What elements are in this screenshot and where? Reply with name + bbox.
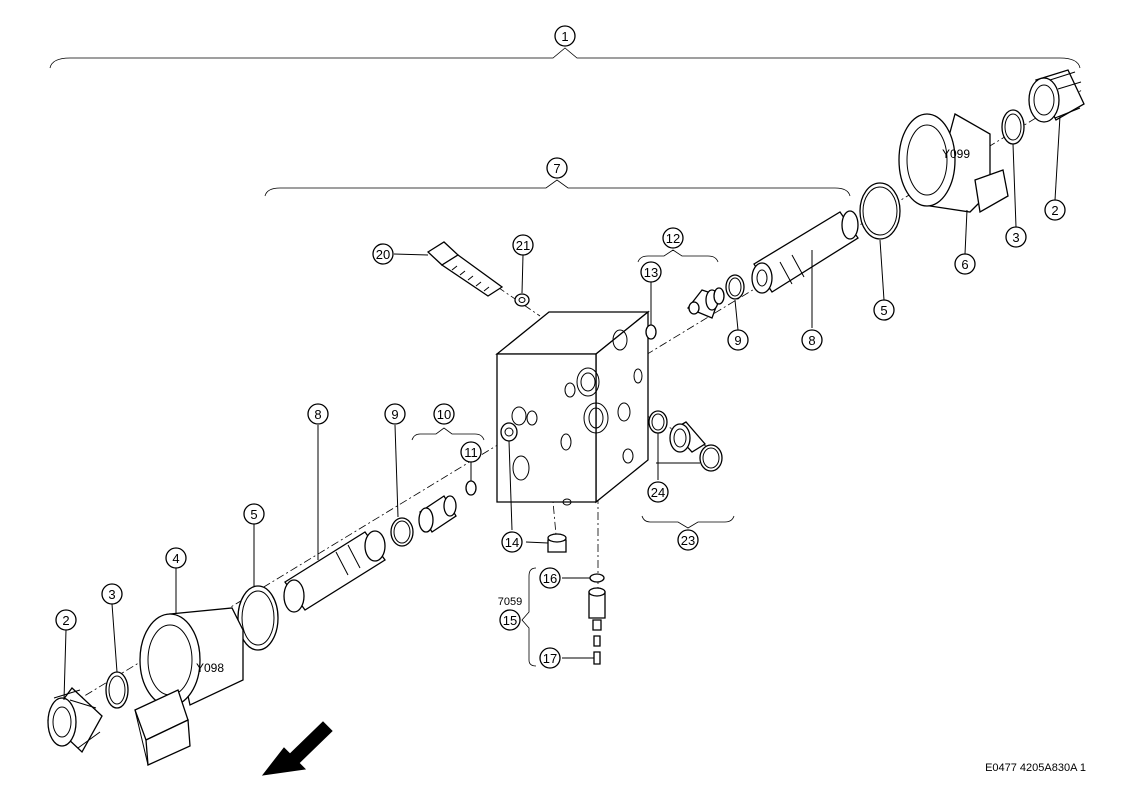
callout-14: 14: [501, 531, 523, 553]
seal-16: [589, 573, 605, 583]
brace-group-12: [637, 249, 719, 263]
o-ring-5-upper: [859, 182, 901, 240]
coil-label-y098: Y098: [196, 661, 224, 675]
svg-text:7: 7: [553, 161, 560, 176]
brace-group-10: [411, 427, 485, 441]
fitting-15: [588, 587, 606, 631]
svg-text:3: 3: [1012, 230, 1019, 245]
callout-8-upper: 8: [801, 329, 823, 351]
cartridge-10: [418, 495, 457, 533]
callout-2-lower: 2: [55, 609, 77, 631]
svg-text:2: 2: [1051, 203, 1058, 218]
callout-12: 12: [662, 227, 684, 249]
callout-4: 4: [165, 547, 187, 569]
svg-text:8: 8: [808, 333, 815, 348]
svg-text:9: 9: [734, 333, 741, 348]
callout-16: 16: [539, 567, 561, 589]
connector-4: [134, 689, 191, 766]
svg-text:20: 20: [376, 247, 390, 262]
svg-text:6: 6: [961, 257, 968, 272]
svg-text:9: 9: [391, 407, 398, 422]
callout-3-lower: 3: [101, 583, 123, 605]
callout-5-upper: 5: [873, 299, 895, 321]
brace-group-15: [521, 567, 537, 667]
o-ring-5-lower: [237, 585, 279, 651]
callout-23: 23: [677, 529, 699, 551]
svg-text:5: 5: [250, 507, 257, 522]
seal-11: [465, 480, 477, 496]
callout-9-lower: 9: [384, 403, 406, 425]
plug-14-upper: [500, 422, 518, 442]
svg-text:4: 4: [172, 551, 179, 566]
callout-2-upper: 2: [1044, 199, 1066, 221]
plug-23: [669, 421, 706, 453]
svg-text:8: 8: [314, 407, 321, 422]
nut-2-upper: [1028, 69, 1085, 123]
callout-7: 7: [546, 157, 568, 179]
svg-text:21: 21: [516, 238, 530, 253]
svg-text:2: 2: [62, 613, 69, 628]
plug-14-lower: [547, 533, 567, 553]
callout-11: 11: [460, 441, 482, 463]
brace-subassembly-7: [264, 179, 851, 197]
callout-15: 15: [499, 609, 521, 631]
callout-8-lower: 8: [307, 403, 329, 425]
callout-5-lower: 5: [243, 503, 265, 525]
callout-10: 10: [433, 403, 455, 425]
seal-13: [645, 324, 657, 340]
coil-y099: Y099: [898, 113, 1009, 214]
leader-lines: [63, 115, 1061, 701]
svg-text:15: 15: [503, 613, 517, 628]
callout-13: 13: [640, 261, 662, 283]
callout-1: 1: [554, 25, 576, 47]
svg-text:24: 24: [651, 485, 665, 500]
svg-text:5: 5: [880, 303, 887, 318]
brace-assembly-1: [49, 47, 1081, 69]
svg-text:13: 13: [644, 265, 658, 280]
svg-text:12: 12: [666, 231, 680, 246]
callout-17: 17: [539, 647, 561, 669]
svg-text:1: 1: [561, 29, 568, 44]
brace-group-23: [641, 515, 735, 529]
coil-label-y099: Y099: [942, 147, 970, 161]
coil-y098: Y098: [139, 607, 244, 707]
callout-21: 21: [512, 234, 534, 256]
svg-text:11: 11: [464, 445, 478, 460]
o-ring-9-lower: [390, 517, 414, 547]
valve-block: [495, 310, 650, 506]
callout-3-upper: 3: [1005, 226, 1027, 248]
svg-text:14: 14: [505, 535, 519, 550]
svg-text:3: 3: [108, 587, 115, 602]
cartridge-12: [686, 287, 725, 319]
callout-20: 20: [372, 243, 394, 265]
svg-text:17: 17: [543, 651, 557, 666]
svg-text:23: 23: [681, 533, 695, 548]
direction-arrow-icon: [261, 721, 333, 776]
nut-2-lower: [47, 687, 103, 754]
tube-8-lower: [283, 530, 386, 613]
svg-text:10: 10: [437, 407, 451, 422]
svg-text:16: 16: [543, 571, 557, 586]
washer-21: [514, 293, 530, 307]
callout-9-upper: 9: [727, 329, 749, 351]
tube-8-upper: [751, 210, 859, 294]
reference-code: E0477 4205A830A 1: [985, 762, 1086, 774]
orifice-17: [593, 635, 601, 665]
group-15-code: 7059: [498, 596, 522, 608]
bolt-20: [426, 241, 504, 297]
callout-6: 6: [954, 253, 976, 275]
callout-24: 24: [647, 481, 669, 503]
